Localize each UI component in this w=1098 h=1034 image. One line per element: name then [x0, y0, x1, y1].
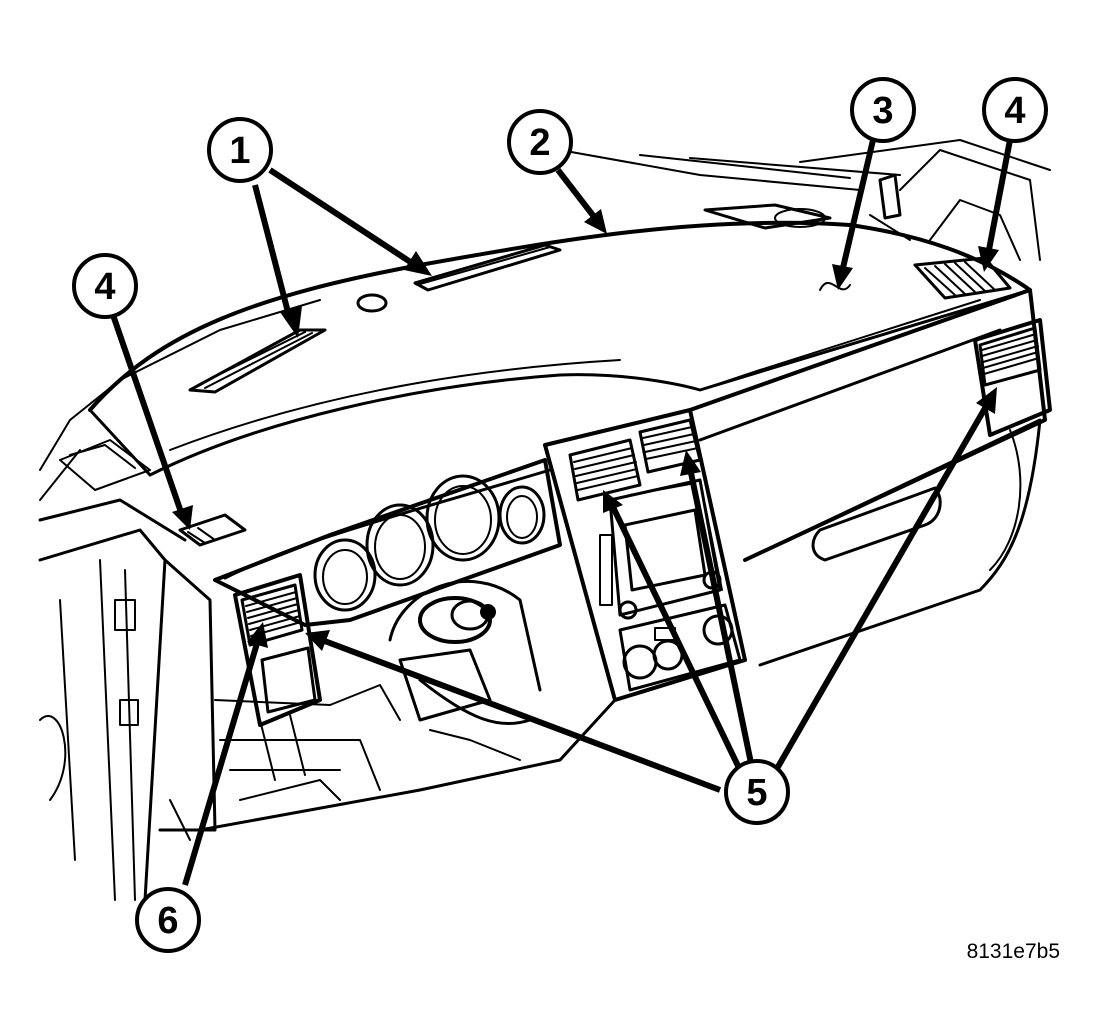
- cluster-bezel: [213, 458, 562, 627]
- dash-pad: [88, 173, 1032, 547]
- callout-4-right: 4: [982, 77, 1048, 143]
- callout-6-label: 6: [157, 900, 178, 942]
- callout-5-label: 5: [746, 772, 767, 814]
- callout-2: 2: [507, 109, 573, 175]
- callout-4-left-label: 4: [94, 266, 115, 308]
- callout-5: 5: [724, 759, 790, 825]
- callout-6: 6: [135, 887, 201, 953]
- lower-structure: [158, 558, 617, 841]
- steering-column: [329, 580, 542, 726]
- callout-1-label: 1: [229, 130, 250, 172]
- callout-3-label: 3: [872, 90, 893, 132]
- callout-2-label: 2: [529, 122, 550, 164]
- center-stack: [543, 408, 747, 702]
- callout-4-right-label: 4: [1004, 90, 1025, 132]
- figure-code: 8131e7b5: [966, 940, 1060, 963]
- callout-3: 3: [850, 77, 916, 143]
- callout-4-left: 4: [72, 253, 138, 319]
- left-outlet: [233, 573, 322, 727]
- leader-lines: [109, 139, 1013, 886]
- callout-1: 1: [207, 117, 273, 183]
- left-pillar: [38, 439, 187, 902]
